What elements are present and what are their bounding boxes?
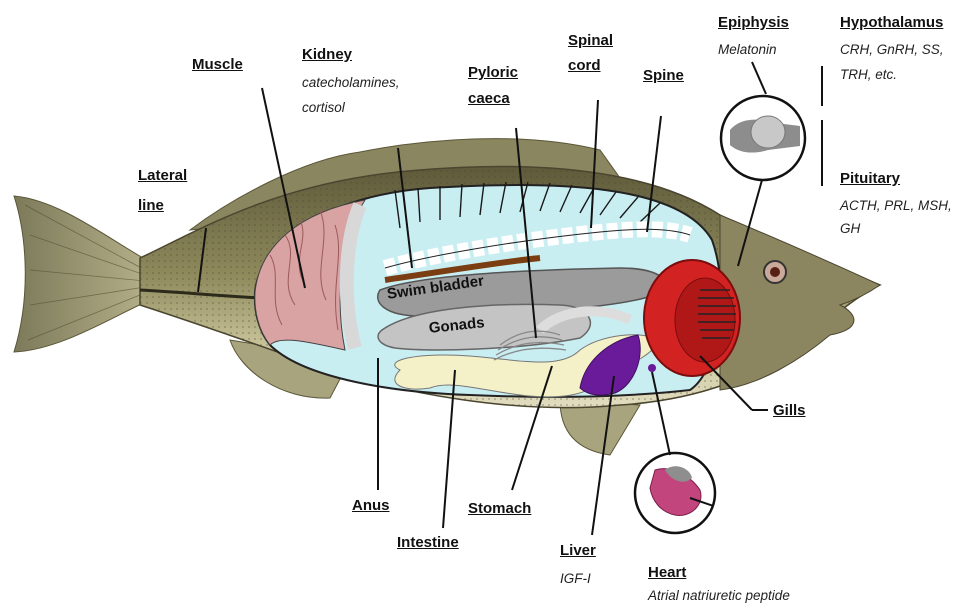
epiphysis-hormone: Melatonin [718, 39, 777, 60]
pituitary-hormones-2: GH [840, 218, 860, 239]
pituitary-label: Pituitary [840, 167, 900, 190]
hypothalamus-hormones-1: CRH, GnRH, SS, [840, 39, 944, 60]
brain-inset [721, 96, 805, 180]
hypothalamus-label: Hypothalamus [840, 11, 943, 34]
stomach-label: Stomach [468, 497, 531, 520]
muscle-label: Muscle [192, 53, 243, 76]
heart-hormone: Atrial natriuretic peptide [648, 585, 790, 606]
liver-hormone: IGF-I [560, 568, 591, 589]
kidney-hormone-2: cortisol [302, 97, 345, 118]
spinal-cord-label-1: Spinal [568, 29, 613, 52]
gills-label: Gills [773, 399, 806, 422]
hypothalamus-hormones-2: TRH, etc. [840, 64, 897, 85]
gills-organ [644, 260, 740, 376]
anus-label: Anus [352, 494, 390, 517]
spinal-cord-label-2: cord [568, 54, 601, 77]
lateral-line-label-2: line [138, 194, 164, 217]
pituitary-hormones-1: ACTH, PRL, MSH, [840, 195, 952, 216]
lateral-line-label-1: Lateral [138, 164, 187, 187]
heart-organ [648, 364, 656, 372]
intestine-label: Intestine [397, 531, 459, 554]
kidney-hormone-1: catecholamines, [302, 72, 400, 93]
liver-label: Liver [560, 539, 596, 562]
tail-fin [14, 196, 150, 352]
heart-inset [635, 453, 740, 533]
pyloric-caeca-label-1: Pyloric [468, 61, 518, 84]
spine-label: Spine [643, 64, 684, 87]
pyloric-caeca-label-2: caeca [468, 87, 510, 110]
epiphysis-label: Epiphysis [718, 11, 789, 34]
heart-label: Heart [648, 561, 686, 584]
kidney-label: Kidney [302, 43, 352, 66]
